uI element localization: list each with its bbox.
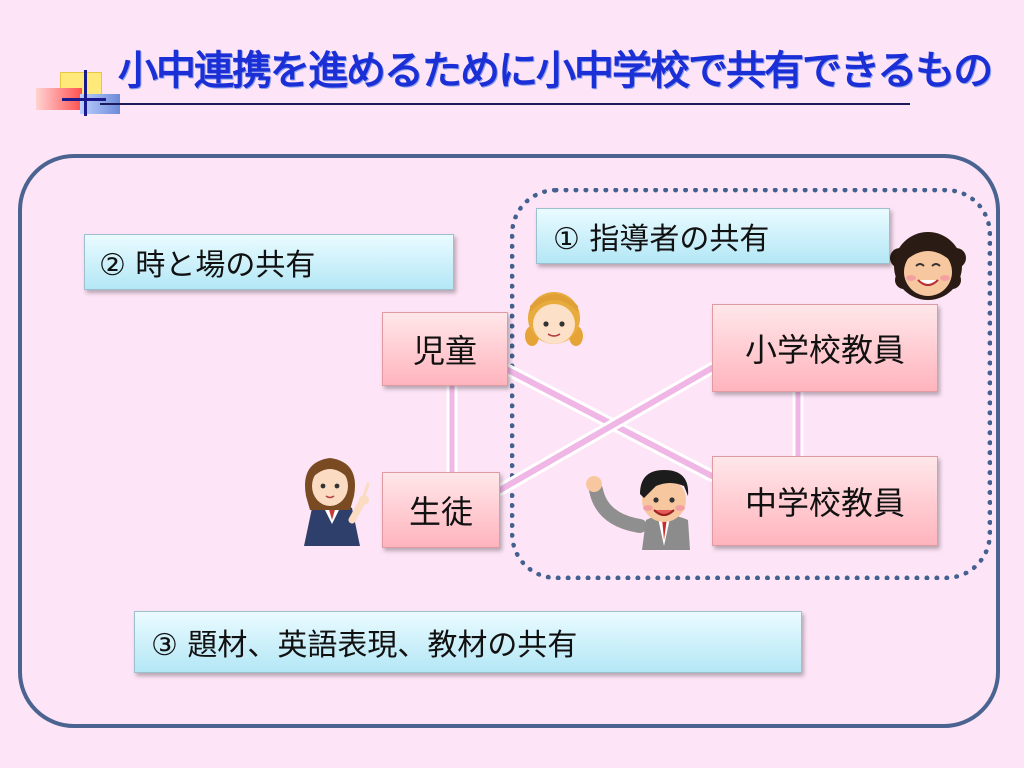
shared-time-place-label: ② 時と場の共有 xyxy=(84,234,454,290)
title-decoration-vertical-line xyxy=(84,70,87,116)
teachers-group-frame xyxy=(510,188,992,580)
student-girl-icon xyxy=(304,458,370,546)
title-underline xyxy=(100,103,910,105)
node-elementary-pupils: 児童 xyxy=(382,312,508,386)
male-teacher-icon xyxy=(586,470,690,550)
title-decoration-horizontal-line xyxy=(62,98,106,101)
page-title: 小中連携を進めるために小中学校で共有できるもの xyxy=(118,48,993,94)
shared-materials-label: ③ 題材、英語表現、教材の共有 xyxy=(134,611,802,673)
female-teacher-icon xyxy=(890,232,966,300)
title-decoration-red-bar xyxy=(36,88,82,110)
shared-teachers-label: ① 指導者の共有 xyxy=(536,208,890,264)
node-junior-high-teachers: 中学校教員 xyxy=(712,456,938,546)
outer-frame xyxy=(18,154,1000,728)
girl-child-icon xyxy=(525,292,583,346)
node-junior-high-students: 生徒 xyxy=(382,472,500,548)
node-elementary-teachers: 小学校教員 xyxy=(712,304,938,392)
